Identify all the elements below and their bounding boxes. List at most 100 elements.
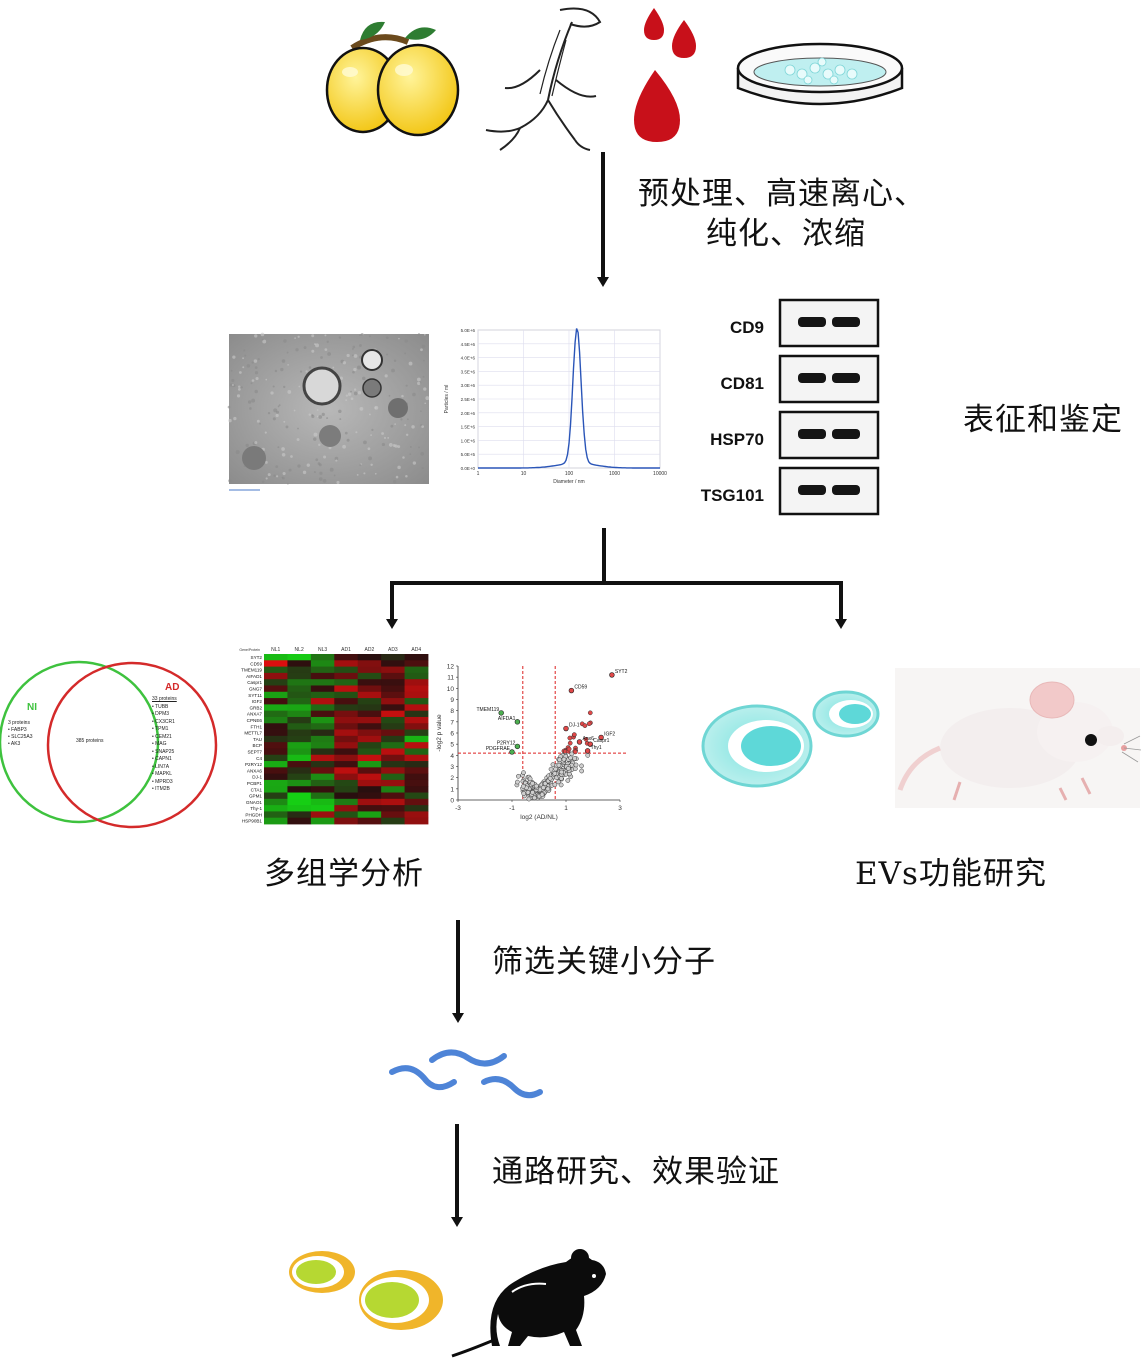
heatmap-cell (264, 666, 288, 674)
venn-circle-ad (46, 661, 218, 829)
nta-ytick: 4.5E+6 (461, 342, 476, 347)
heatmap-cell (381, 685, 405, 693)
heatmap-cell (310, 716, 335, 724)
heatmap-cell (310, 704, 335, 712)
heatmap-cell (334, 798, 359, 806)
venn-left-count: 3 proteins (8, 720, 30, 726)
label-screen-molecules: 筛选关键小分子 (492, 944, 716, 980)
label-pathway-validation: 通路研究、效果验证 (492, 1154, 780, 1190)
venn-right-item: • MPRD3 (152, 778, 173, 785)
venn-right-item: • CX3CR1 (152, 718, 175, 725)
volcano-point (527, 776, 533, 782)
heatmap-cell (264, 672, 288, 680)
heatmap-cell (264, 786, 288, 793)
volcano-highlight-point (609, 672, 615, 678)
label-characterization: 表征和鉴定 (963, 402, 1123, 438)
heatmap-cell (357, 805, 382, 812)
heatmap-cell (334, 792, 359, 800)
volcano-point (530, 780, 535, 786)
heatmap-cell (404, 685, 429, 693)
volcano-point (566, 746, 572, 752)
venn-left-item: • FABP3 (8, 727, 27, 733)
heatmap-cell (287, 742, 312, 749)
blot-row-hsp70: HSP70 (710, 410, 880, 460)
heatmap-cell (287, 773, 312, 781)
heatmap-cell (381, 748, 405, 756)
volcano-highlight-point (563, 725, 569, 732)
heatmap-cell (334, 672, 359, 680)
label-ev-function: EVs功能研究 (855, 856, 1047, 892)
nta-xtick: 100 (565, 471, 574, 477)
heatmap-cell (334, 691, 359, 699)
volcano-point (521, 791, 527, 796)
volcano-xtick: 3 (618, 805, 622, 812)
heatmap-cell (404, 811, 429, 819)
heatmap-cell (404, 660, 429, 667)
volcano-point (586, 721, 592, 727)
heatmap-cell (310, 773, 335, 781)
venn-right-count: 33 proteins (152, 696, 177, 702)
heatmap-cell (334, 811, 359, 819)
blood-drops-icon (634, 8, 696, 142)
blot-row-cd81: CD81 (721, 354, 880, 404)
heatmap-col-label: NL2 (295, 647, 304, 653)
volcano-point (547, 775, 553, 781)
heatmap-cell (264, 691, 288, 699)
volcano-point (582, 723, 588, 728)
volcano-point (516, 773, 521, 779)
nta-ytick: 3.0E+6 (461, 383, 476, 388)
heatmap-cell (404, 698, 429, 705)
venn-right-item: • MAG (152, 741, 167, 747)
heatmap-cell (357, 761, 382, 768)
volcano-label: Thy1 (591, 745, 602, 751)
heatmap-row-label: ANXA6 (247, 768, 263, 773)
nta-ytick: 0.0E+0 (461, 466, 476, 471)
ev-cells-icon (701, 690, 880, 788)
blot-row-tsg101: TSG101 (701, 466, 880, 516)
heatmap-cell (310, 805, 335, 812)
heatmap-cell (264, 779, 288, 787)
heatmap-cell (264, 716, 288, 724)
venn-right-item: • CAPN1 (152, 756, 172, 762)
volcano-ytick: 10 (447, 686, 455, 693)
venn-left-item: • AK3 (8, 741, 21, 747)
heatmap-row-label: SEPT7 (247, 749, 262, 754)
volcano-ytick: 2 (450, 775, 454, 782)
nta-ytick: 2.5E+6 (461, 397, 476, 402)
heatmap-cell (404, 723, 429, 730)
heatmap-cell (381, 666, 405, 674)
heatmap-row-label: Caspr1 (247, 680, 262, 685)
heatmap-cell (404, 666, 429, 674)
ginseng-icon (485, 7, 602, 151)
volcano-highlight-point (598, 734, 604, 741)
heatmap-cell (334, 805, 359, 812)
heatmap-cell (287, 704, 312, 712)
nta-ytick: 5.0E+6 (461, 328, 476, 333)
heatmap-cell (404, 748, 429, 756)
heatmap-cell (310, 779, 335, 787)
heatmap-cell (264, 748, 288, 756)
volcano-point (521, 770, 526, 775)
heatmap-cell (381, 754, 405, 762)
volcano-point (552, 782, 558, 788)
heatmap-cell (264, 729, 288, 737)
heatmap-cell (310, 691, 335, 699)
heatmap-cell (404, 761, 429, 768)
venn-circle-ni (0, 660, 160, 824)
heatmap-cell (310, 754, 335, 762)
heatmap-cell (357, 716, 382, 724)
volcano-point (565, 766, 571, 771)
heatmap-cell (310, 654, 335, 661)
heatmap-col-label: AD1 (341, 647, 351, 653)
volcano-label: DJ-1 (569, 723, 580, 729)
volcano-label: CD59 (574, 685, 587, 691)
volcano-point (587, 710, 593, 716)
lemon-icon (325, 21, 460, 137)
volcano-point (579, 763, 584, 769)
heatmap-cell (310, 666, 335, 674)
ev-yellow-green-icon (289, 1251, 443, 1330)
heatmap-cell (381, 698, 405, 705)
heatmap-row-label: PCBP1 (247, 781, 263, 786)
